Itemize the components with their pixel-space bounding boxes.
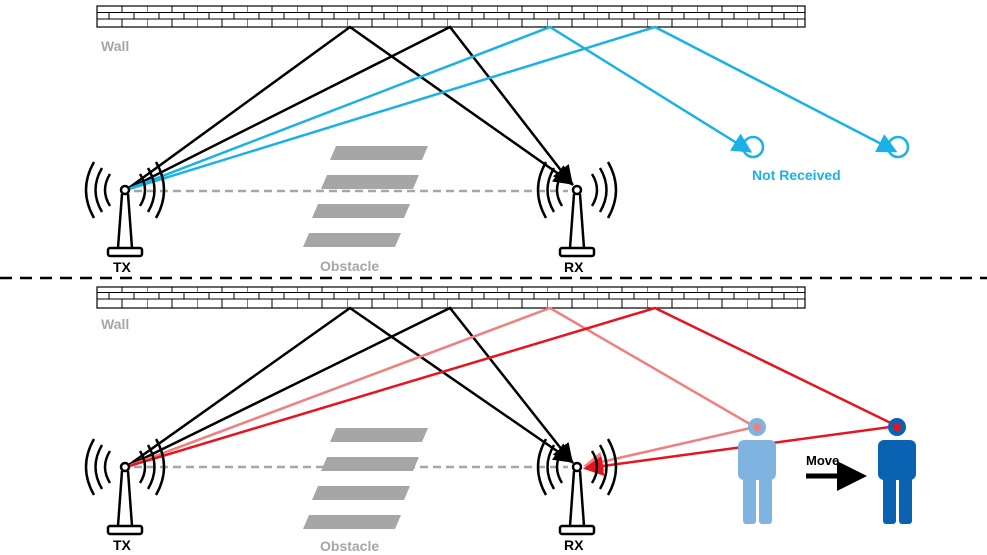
not-received-label: Not Received	[752, 167, 841, 183]
tx-antenna-bottom	[84, 438, 166, 536]
obstacle-label-top: Obstacle	[320, 258, 379, 274]
reflected-paths-top	[125, 25, 575, 192]
human-reflection-path-current	[125, 306, 902, 476]
rx-label-bottom: RX	[564, 537, 584, 553]
wall-top	[96, 5, 806, 28]
bottom-panel: Wall Obstacle TX	[84, 286, 916, 554]
tx-label-top: TX	[113, 259, 132, 275]
wall-bottom	[96, 286, 806, 309]
rx-label-top: RX	[564, 259, 584, 275]
human-reflection-path-previous	[125, 306, 759, 472]
reflected-paths-bottom	[125, 306, 575, 469]
receiver-point-1	[741, 135, 765, 159]
top-panel: Wall Obstacle Not Received	[84, 5, 910, 275]
tx-antenna-top	[84, 161, 166, 258]
person-current-icon	[878, 418, 916, 524]
person-previous-reflection-point	[753, 423, 761, 431]
rx-antenna-bottom	[536, 438, 618, 536]
person-previous-icon	[738, 418, 776, 524]
wall-label-top: Wall	[101, 38, 129, 54]
obstacle-label-bottom: Obstacle	[320, 538, 379, 554]
wall-label-bottom: Wall	[101, 316, 129, 332]
receiver-point-2	[886, 135, 910, 159]
person-current-reflection-point	[893, 423, 901, 431]
obstacle-top	[303, 146, 428, 247]
missed-paths-top	[125, 25, 898, 192]
tx-label-bottom: TX	[113, 537, 132, 553]
obstacle-bottom	[303, 428, 428, 529]
rx-antenna-top	[536, 161, 618, 258]
move-label: Move	[806, 453, 839, 468]
